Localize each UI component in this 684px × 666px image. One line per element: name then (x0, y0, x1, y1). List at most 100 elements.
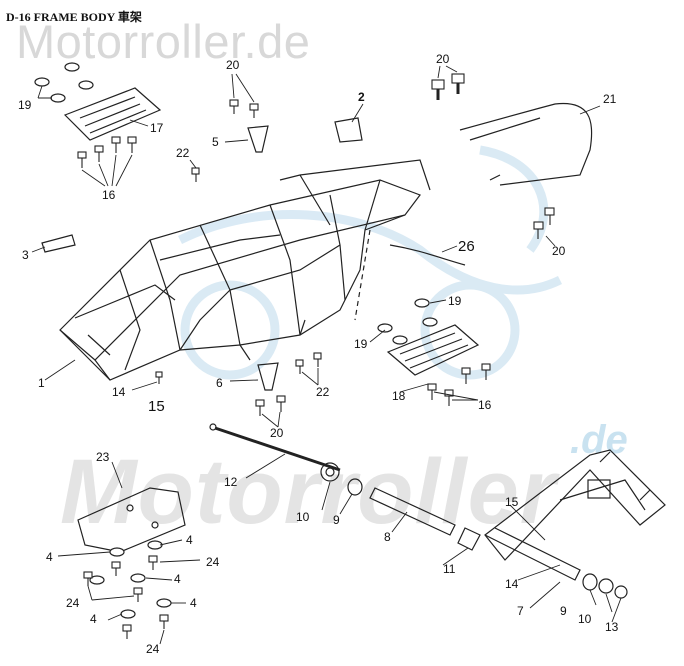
callout-20: 20 (436, 52, 450, 66)
callout-15: 15 (148, 398, 165, 415)
callout-14: 14 (505, 577, 519, 591)
callout-17: 17 (150, 121, 164, 135)
callout-7: 7 (517, 604, 524, 618)
bolt-icon (83, 571, 93, 586)
bolt-icon (481, 363, 491, 380)
callout-19: 19 (18, 98, 32, 112)
bolt-icon (427, 383, 437, 400)
callout-22: 22 (316, 385, 330, 399)
diagram-title: D-16 FRAME BODY 車架 (6, 10, 142, 24)
callout-24: 24 (66, 596, 80, 610)
callout-4: 4 (190, 596, 197, 610)
bolt-icon (249, 103, 259, 118)
bearing-10-front (320, 462, 340, 482)
scooter-watermark (177, 145, 563, 380)
bolt-icon (77, 151, 87, 168)
callout-16: 16 (102, 188, 116, 202)
callout-23: 23 (96, 450, 110, 464)
callout-20: 20 (552, 244, 566, 258)
callout-10: 10 (578, 612, 592, 626)
bolt-icon (94, 145, 104, 162)
bolt-icon (444, 389, 454, 406)
skid-plate-front (63, 87, 162, 141)
spacer-tube-11 (457, 527, 481, 551)
washer-icon (392, 335, 408, 345)
washer-icon (64, 62, 80, 72)
callout-4: 4 (174, 572, 181, 586)
bolt-icon (111, 136, 121, 153)
callout-19: 19 (448, 294, 462, 308)
swing-arm (484, 449, 666, 581)
main-frame (59, 159, 431, 381)
callout-15: 15 (505, 495, 519, 509)
bolt-icon (533, 221, 544, 239)
bolt-icon (451, 73, 465, 94)
callout-20: 20 (226, 58, 240, 72)
leader-lines (31, 65, 622, 645)
bolt-icon (159, 614, 169, 629)
callout-14: 14 (112, 385, 126, 399)
bolt-icon (276, 395, 286, 412)
washer-icon (377, 323, 393, 333)
callout-18: 18 (392, 389, 406, 403)
washer-icon (34, 77, 50, 87)
callout-12: 12 (224, 475, 238, 489)
washer-icon (50, 93, 66, 103)
bolt-icon (133, 587, 143, 602)
bolt-icon (111, 561, 121, 576)
bracket-6 (257, 362, 279, 391)
callout-24: 24 (206, 555, 220, 569)
heat-shield (77, 487, 186, 553)
skid-plate-rear (386, 324, 480, 376)
bolt-icon (229, 99, 239, 114)
callout-13: 13 (605, 620, 619, 634)
callout-11: 11 (443, 562, 456, 576)
washer-icon (109, 547, 125, 557)
callout-4: 4 (46, 550, 53, 564)
callout-4: 4 (90, 612, 97, 626)
watermark-de: .de (570, 418, 628, 462)
bracket-5 (247, 125, 269, 153)
bolt-icon (122, 624, 132, 639)
washer-icon (422, 317, 438, 327)
callout-19: 19 (354, 337, 368, 351)
washer-icon (147, 540, 163, 550)
bolt-icon (313, 352, 322, 367)
bolt-icon (148, 555, 158, 570)
bolt-icon (255, 399, 265, 416)
bolt-icon (295, 359, 304, 374)
watermark-top: Motorroller.de (16, 15, 311, 68)
bolt-icon (461, 367, 471, 384)
washer-icon (120, 609, 136, 619)
bearing-10-rear (598, 578, 614, 594)
bolt-icon (544, 207, 555, 225)
callout-21: 21 (603, 92, 617, 106)
callout-5: 5 (212, 135, 219, 149)
callout-8: 8 (384, 530, 391, 544)
callout-16: 16 (478, 398, 492, 412)
axle-bolt (209, 423, 341, 472)
bolt-icon (431, 79, 445, 100)
callout-1: 1 (38, 376, 45, 390)
callout-2: 2 (358, 90, 365, 104)
washer-icon (130, 573, 146, 583)
bolt-icon (127, 136, 137, 153)
bracket-3 (41, 234, 76, 253)
spacer-tube-8 (369, 487, 456, 536)
callout-20: 20 (270, 426, 284, 440)
callout-9: 9 (333, 513, 340, 527)
bushing-9-front (347, 478, 363, 496)
callout-24: 24 (146, 642, 160, 656)
cable-26 (389, 244, 466, 266)
grab-bar (459, 102, 593, 186)
callout-6: 6 (216, 376, 223, 390)
bolt-icon (155, 371, 163, 384)
washer-icon (414, 298, 430, 308)
bolt-icon (191, 167, 200, 182)
washer-icon (89, 575, 105, 585)
callout-3: 3 (22, 248, 29, 262)
washer-icon (156, 598, 172, 608)
callout-10: 10 (296, 510, 310, 524)
clip-2 (334, 117, 363, 143)
